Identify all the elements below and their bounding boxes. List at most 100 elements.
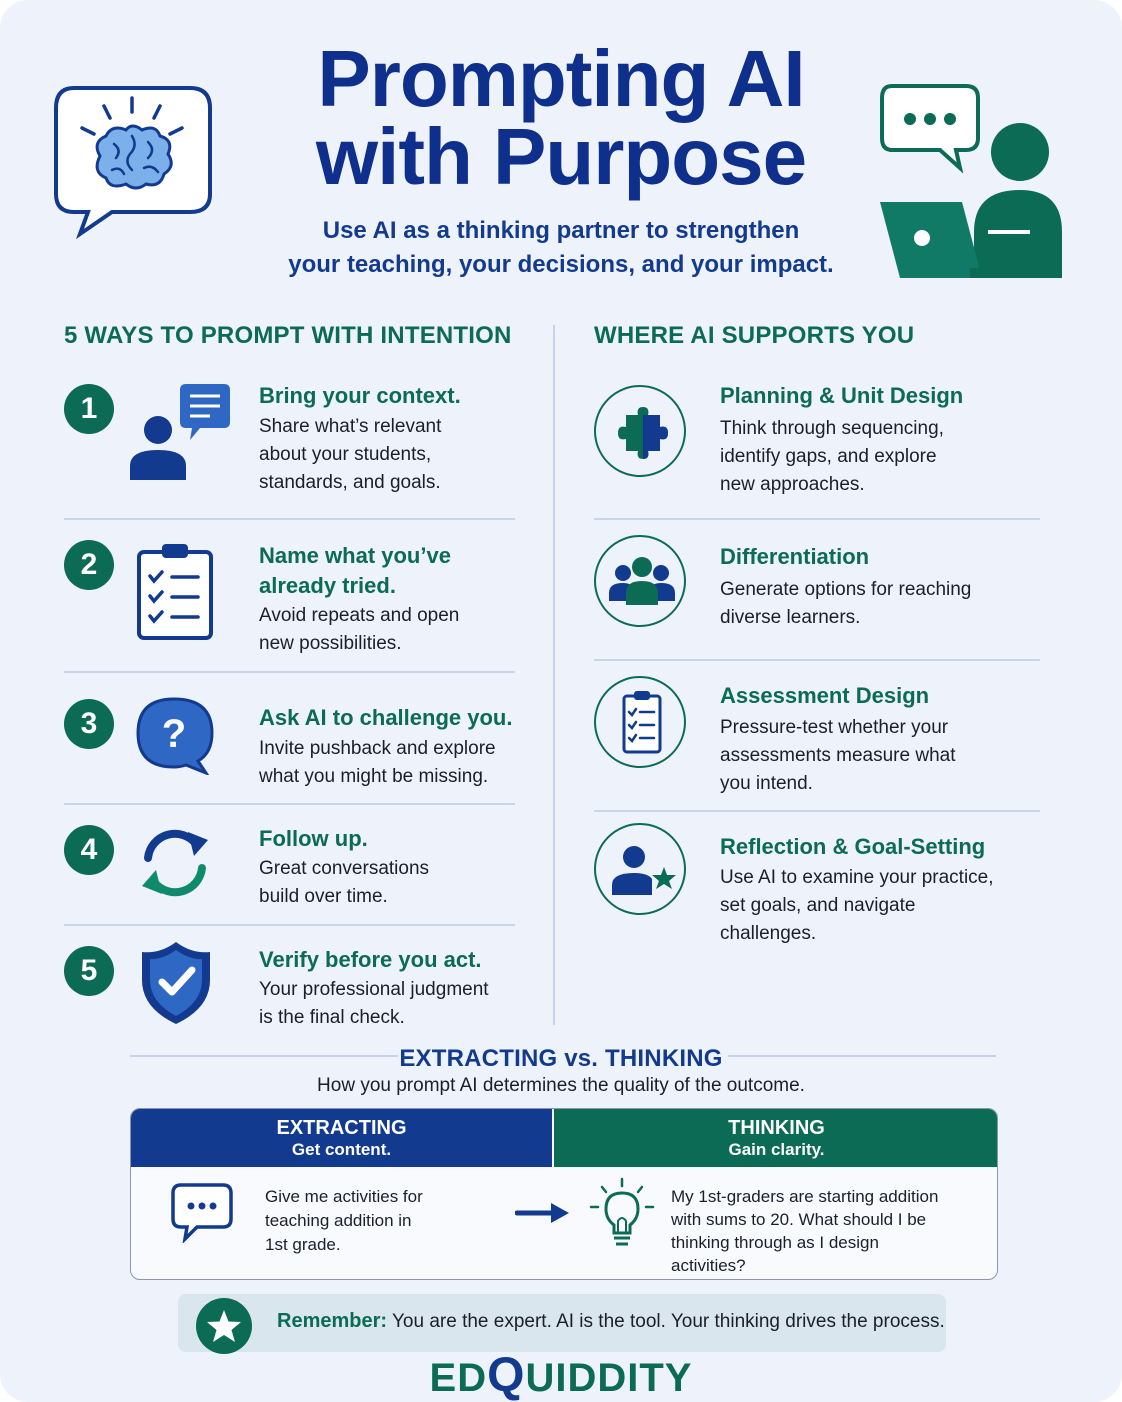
step-1-title: Bring your context.: [259, 383, 461, 408]
desc-line: about your students,: [259, 444, 432, 465]
person-laptop-chat-icon: [870, 82, 1070, 282]
thinking-title: THINKING: [728, 1117, 825, 1139]
clipboard-checklist-icon: [136, 540, 214, 642]
item-divider: [594, 518, 1040, 520]
right-section-heading: WHERE AI SUPPORTS YOU: [594, 322, 915, 349]
item-divider: [64, 518, 515, 520]
arrow-right-icon: [514, 1201, 571, 1225]
desc-line: new approaches.: [720, 474, 865, 495]
group-people-icon: [594, 535, 686, 627]
puzzle-piece-icon: [594, 385, 686, 477]
comparison-subheading: How you prompt AI determines the quality…: [317, 1075, 805, 1096]
star-icon: [196, 1298, 252, 1354]
support-3-description: Pressure-test whether your assessments m…: [720, 714, 956, 798]
step-5-description: Your professional judgment is the final …: [259, 976, 489, 1032]
chat-dots-icon: [171, 1183, 233, 1245]
extracting-example: Give me activities for teaching addition…: [265, 1185, 423, 1257]
desc-line: challenges.: [720, 923, 817, 944]
subtitle-line-1: Use AI as a thinking partner to strength…: [322, 217, 800, 244]
left-section-heading: 5 WAYS TO PROMPT WITH INTENTION: [64, 322, 512, 349]
item-divider: [64, 671, 515, 673]
svg-text:?: ?: [162, 712, 186, 756]
example-line: teaching addition in: [265, 1211, 412, 1230]
item-divider: [594, 810, 1040, 812]
title-line: Name what you’ve: [259, 543, 451, 568]
desc-line: Generate options for reaching: [720, 579, 972, 600]
example-line: thinking through as I design: [671, 1233, 879, 1252]
step-4-title: Follow up.: [259, 826, 368, 851]
page-subtitle: Use AI as a thinking partner to strength…: [220, 214, 902, 282]
example-line: Give me activities for: [265, 1187, 423, 1206]
support-4-title: Reflection & Goal-Setting: [720, 834, 986, 859]
brain-speech-bubble-icon: [52, 84, 214, 240]
person-star-icon: [594, 823, 686, 915]
edquiddity-logo: EDQUIDDITY: [0, 1348, 1122, 1402]
item-divider: [64, 924, 515, 926]
step-number-badge: 2: [64, 540, 114, 590]
step-number-badge: 3: [64, 699, 114, 749]
heading-rule-right: [728, 1055, 996, 1057]
logo-part: ED: [429, 1356, 488, 1400]
subtitle-line-2: your teaching, your decisions, and your …: [288, 251, 834, 278]
comparison-heading: EXTRACTING vs. THINKING: [399, 1045, 723, 1072]
column-divider: [553, 325, 555, 1025]
item-divider: [594, 659, 1040, 661]
desc-line: identify gaps, and explore: [720, 446, 937, 467]
remember-message: Remember: You are the expert. AI is the …: [277, 1308, 945, 1335]
desc-line: assessments measure what: [720, 745, 956, 766]
lightbulb-icon: [587, 1177, 657, 1253]
extracting-header: EXTRACTING Get content.: [131, 1109, 552, 1167]
desc-line: Great conversations: [259, 858, 430, 879]
desc-line: standards, and goals.: [259, 472, 441, 493]
step-2-title: Name what you’ve already tried.: [259, 541, 451, 601]
step-2-description: Avoid repeats and open new possibilities…: [259, 602, 459, 658]
support-2-title: Differentiation: [720, 544, 870, 569]
support-2-description: Generate options for reaching diverse le…: [720, 576, 971, 632]
thinking-header: THINKING Gain clarity.: [554, 1109, 997, 1167]
logo-q: Q: [487, 1349, 526, 1402]
step-3-description: Invite pushback and explore what you mig…: [259, 735, 496, 791]
example-line: with sums to 20. What should I be: [671, 1210, 927, 1229]
page-title: Prompting AI with Purpose: [200, 34, 922, 201]
logo-part: UIDDITY: [525, 1356, 693, 1400]
thinking-example: My 1st-graders are starting addition wit…: [671, 1185, 938, 1277]
desc-line: Use AI to examine your practice,: [720, 867, 994, 888]
desc-line: set goals, and navigate: [720, 895, 916, 916]
step-4-description: Great conversations build over time.: [259, 855, 429, 911]
desc-line: diverse learners.: [720, 607, 861, 628]
support-1-title: Planning & Unit Design: [720, 383, 964, 408]
shield-check-icon: [140, 940, 212, 1026]
title-line: already tried.: [259, 573, 396, 598]
support-3-title: Assessment Design: [720, 683, 930, 708]
desc-line: is the final check.: [259, 1007, 405, 1028]
desc-line: Your professional judgment: [259, 979, 489, 1000]
person-chat-icon: [128, 382, 232, 482]
desc-line: new possibilities.: [259, 633, 402, 654]
question-bubble-icon: ?: [136, 697, 216, 777]
desc-line: what you might be missing.: [259, 766, 489, 787]
step-3-title: Ask AI to challenge you.: [259, 705, 513, 730]
desc-line: Think through sequencing,: [720, 418, 944, 439]
refresh-arrows-icon: [136, 824, 214, 902]
remember-banner: [178, 1294, 946, 1352]
step-1-description: Share what’s relevant about your student…: [259, 413, 441, 497]
desc-line: build over time.: [259, 886, 388, 907]
step-number-badge: 1: [64, 384, 114, 434]
desc-line: Invite pushback and explore: [259, 738, 496, 759]
title-line-2: with Purpose: [315, 112, 807, 201]
title-line-1: Prompting AI: [317, 34, 805, 123]
support-4-description: Use AI to examine your practice, set goa…: [720, 864, 994, 948]
comparison-table: EXTRACTING Get content. THINKING Gain cl…: [130, 1108, 998, 1280]
step-5-title: Verify before you act.: [259, 947, 482, 972]
remember-text: You are the expert. AI is the tool. Your…: [391, 1311, 945, 1332]
clipboard-checklist-icon: [594, 676, 686, 768]
remember-label: Remember:: [277, 1310, 388, 1332]
desc-line: you intend.: [720, 773, 813, 794]
extracting-subtitle: Get content.: [291, 1140, 392, 1159]
step-number-badge: 5: [64, 946, 114, 996]
extracting-title: EXTRACTING: [276, 1117, 407, 1139]
step-number-badge: 4: [64, 825, 114, 875]
desc-line: Pressure-test whether your: [720, 717, 949, 738]
desc-line: Share what’s relevant: [259, 416, 442, 437]
